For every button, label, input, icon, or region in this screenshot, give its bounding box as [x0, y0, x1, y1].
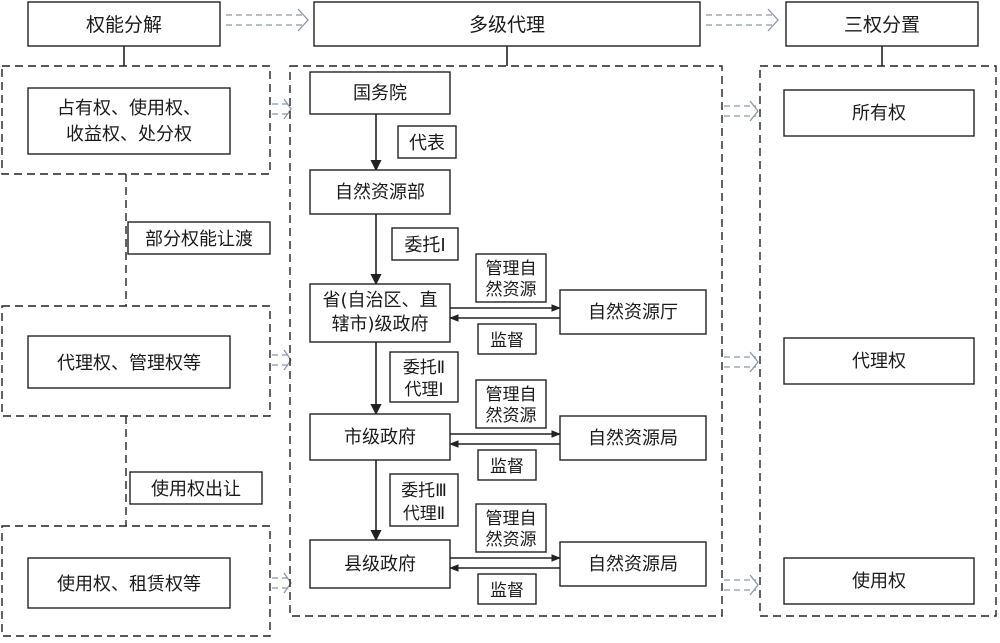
label-supervise-3: 监督 [477, 573, 537, 605]
label-manage-2: 管理自 然资源 [475, 379, 547, 429]
right-group [759, 65, 997, 617]
header-right: 三权分置 [785, 1, 979, 47]
svg-text:管理自: 管理自 [486, 509, 537, 529]
province-dept-box: 自然资源厅 [559, 289, 707, 335]
city-bureau-box: 自然资源局 [559, 415, 707, 461]
svg-text:管理自: 管理自 [486, 259, 537, 279]
ministry-box: 自然资源部 [309, 169, 451, 215]
left-middle-arrow-3 [272, 572, 292, 594]
transfer-label-1: 部分权能让渡 [127, 221, 271, 255]
rights-text-line2: 收益权、处分权 [66, 124, 192, 145]
svg-text:所有权: 所有权 [852, 103, 906, 124]
middle-right-arrow-3 [724, 574, 759, 596]
label-entrust-1: 委托Ⅰ [391, 227, 459, 261]
header-left: 权能分解 [27, 1, 221, 47]
county-gov-box: 县级政府 [309, 539, 451, 589]
middle-group [289, 65, 723, 617]
svg-text:国务院: 国务院 [353, 83, 407, 104]
svg-text:然资源: 然资源 [486, 406, 537, 426]
left-group-2: 代理权、管理权等 [1, 305, 271, 417]
left-group-3: 使用权、租赁权等 [1, 525, 271, 637]
svg-text:县级政府: 县级政府 [344, 554, 416, 575]
label-entrust-3: 委托Ⅲ 代理Ⅱ [389, 473, 459, 527]
rights-text-line1: 占有权、使用权、 [57, 98, 201, 119]
left-middle-arrow-1 [272, 98, 292, 120]
usage-rights-text: 使用权、租赁权等 [57, 574, 201, 595]
ownership-box: 所有权 [783, 89, 975, 137]
svg-text:代表: 代表 [409, 133, 445, 154]
svg-text:自然资源部: 自然资源部 [335, 182, 425, 203]
agency-box: 代理权 [783, 337, 975, 385]
svg-text:委托Ⅱ: 委托Ⅱ [403, 358, 445, 378]
svg-text:然资源: 然资源 [486, 280, 537, 300]
label-manage-3: 管理自 然资源 [475, 503, 547, 553]
svg-text:自然资源局: 自然资源局 [588, 428, 678, 449]
svg-text:代理权: 代理权 [852, 351, 906, 372]
header-connector-left-middle [226, 8, 309, 32]
label-represent: 代表 [397, 125, 457, 159]
state-council-box: 国务院 [309, 71, 451, 115]
svg-text:辖市)级政府: 辖市)级政府 [331, 314, 428, 335]
svg-text:委托Ⅲ: 委托Ⅲ [401, 481, 447, 501]
middle-right-arrow-2 [724, 351, 759, 373]
province-gov-box: 省(自治区、直 辖市)级政府 [309, 283, 451, 343]
left-column-title: 权能分解 [86, 14, 162, 36]
svg-text:监督: 监督 [490, 457, 524, 477]
svg-text:代理Ⅰ: 代理Ⅰ [404, 380, 443, 400]
left-middle-arrow-2 [272, 349, 292, 371]
svg-text:市级政府: 市级政府 [344, 427, 416, 448]
label-manage-1: 管理自 然资源 [475, 253, 547, 303]
svg-text:监督: 监督 [490, 331, 524, 351]
svg-text:委托Ⅰ: 委托Ⅰ [404, 235, 445, 256]
svg-text:自然资源局: 自然资源局 [588, 554, 678, 575]
usage-box: 使用权 [783, 557, 975, 605]
label-entrust-2: 委托Ⅱ 代理Ⅰ [389, 351, 459, 403]
header-middle: 多级代理 [313, 1, 701, 47]
svg-text:监督: 监督 [490, 581, 524, 601]
svg-text:然资源: 然资源 [486, 530, 537, 550]
county-bureau-box: 自然资源局 [559, 541, 707, 587]
agency-rights-text: 代理权、管理权等 [57, 353, 201, 374]
city-gov-box: 市级政府 [309, 413, 451, 461]
left-group-1: 占有权、使用权、 收益权、处分权 [1, 65, 271, 175]
svg-text:使用权: 使用权 [852, 571, 906, 592]
middle-right-arrow-1 [724, 100, 759, 122]
transfer-label-2: 使用权出让 [129, 471, 263, 505]
label-supervise-2: 监督 [477, 449, 537, 481]
svg-text:使用权出让: 使用权出让 [151, 479, 241, 500]
svg-text:自然资源厅: 自然资源厅 [588, 302, 678, 323]
label-supervise-1: 监督 [477, 323, 537, 355]
svg-text:省(自治区、直: 省(自治区、直 [322, 290, 437, 311]
svg-text:代理Ⅱ: 代理Ⅱ [403, 504, 445, 524]
svg-text:管理自: 管理自 [486, 385, 537, 405]
right-column-title: 三权分置 [844, 14, 920, 36]
svg-text:部分权能让渡: 部分权能让渡 [145, 229, 253, 250]
header-connector-middle-right [706, 8, 779, 32]
middle-column-title: 多级代理 [469, 14, 545, 36]
